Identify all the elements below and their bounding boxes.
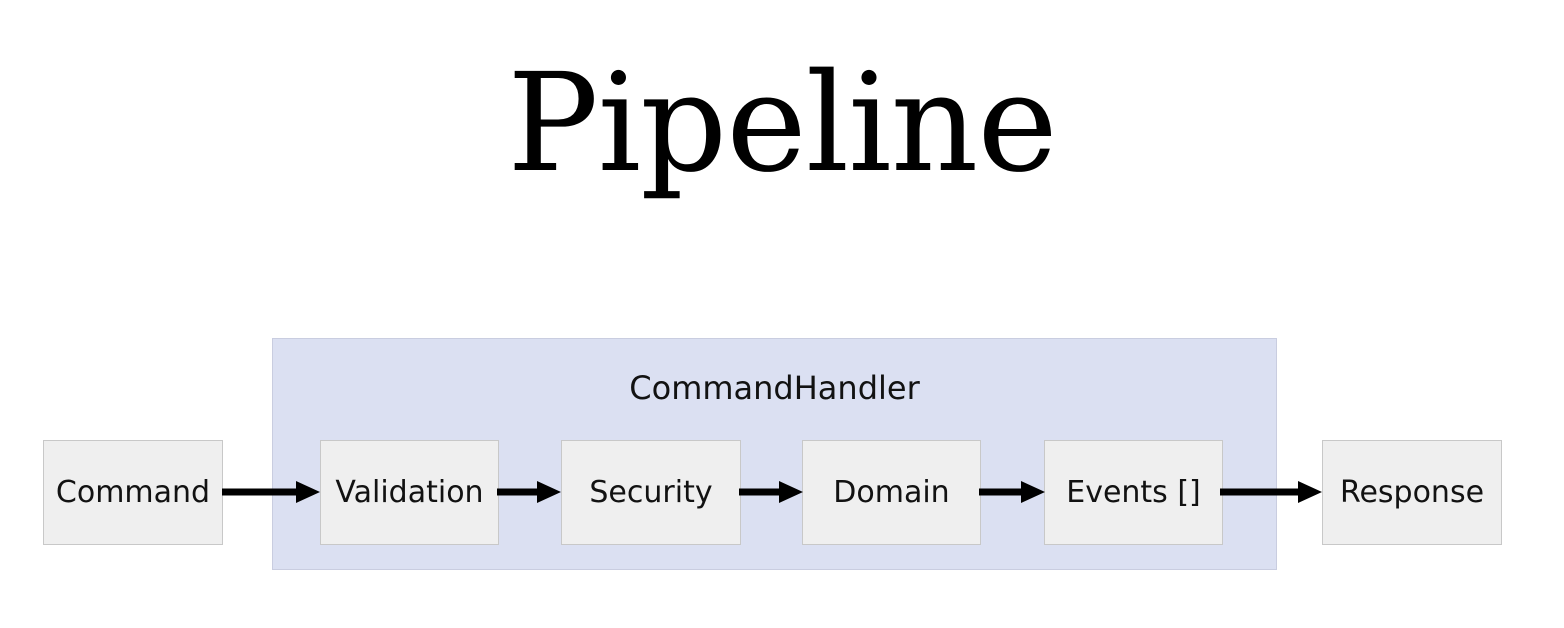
node-events[interactable]: Events []	[1044, 440, 1223, 545]
node-response[interactable]: Response	[1322, 440, 1502, 545]
node-validation-label: Validation	[335, 474, 484, 510]
node-domain-label: Domain	[833, 474, 950, 510]
node-security-label: Security	[589, 474, 713, 510]
edge-events-to-response-arrow-icon	[1220, 475, 1324, 509]
node-domain[interactable]: Domain	[802, 440, 981, 545]
edge-validation-to-security-arrow-icon	[497, 475, 563, 509]
node-command-label: Command	[55, 474, 211, 510]
edge-security-to-domain-arrow-icon	[739, 475, 805, 509]
edge-domain-to-events-arrow-icon	[979, 475, 1047, 509]
edge-command-to-validation-arrow-icon	[222, 475, 322, 509]
node-command[interactable]: Command	[43, 440, 223, 545]
page-title: Pipeline	[507, 45, 1058, 203]
node-validation[interactable]: Validation	[320, 440, 499, 545]
node-security[interactable]: Security	[561, 440, 741, 545]
node-response-label: Response	[1339, 474, 1485, 510]
group-commandhandler-label: CommandHandler	[629, 369, 920, 407]
node-events-label: Events []	[1066, 474, 1201, 510]
